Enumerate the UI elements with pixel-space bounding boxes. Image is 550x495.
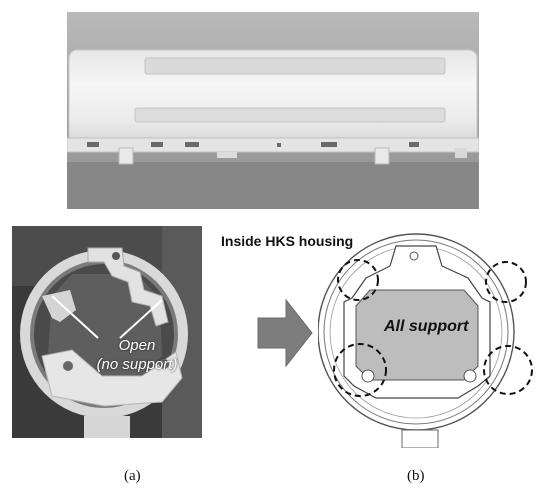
open-label-line1: Open [118, 337, 156, 354]
support-diagram [318, 233, 533, 448]
housing-side-photo [67, 12, 479, 209]
caption-b: (b) [407, 468, 425, 484]
housing-interior-photo [12, 226, 202, 438]
open-label-line2: (no support) [96, 356, 178, 373]
all-support-label: All support [384, 318, 469, 335]
right-arrow-icon [257, 298, 313, 368]
caption-a: (a) [124, 468, 141, 484]
open-no-support-label: Open (no support) [82, 336, 192, 374]
inside-housing-label: Inside HKS housing [215, 231, 360, 251]
